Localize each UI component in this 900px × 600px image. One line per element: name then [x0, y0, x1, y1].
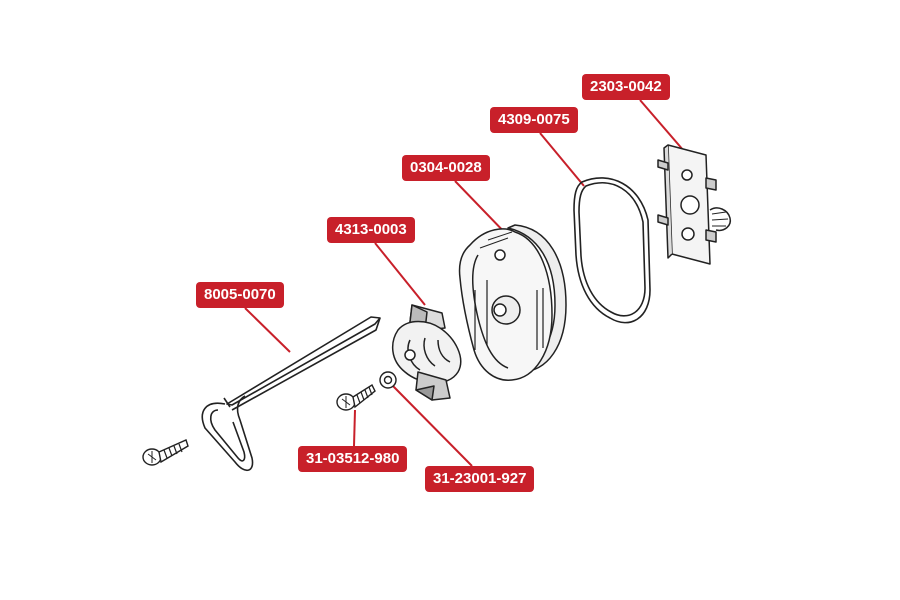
knob-screw-part — [337, 385, 375, 410]
housing-part — [459, 225, 566, 380]
label-washer[interactable]: 31-23001-927 — [425, 466, 535, 492]
leader-washer — [391, 384, 473, 467]
label-gasket[interactable]: 4309-0075 — [490, 107, 578, 133]
label-rod[interactable]: 8005-0070 — [196, 282, 284, 308]
rod-screw-part — [143, 440, 188, 465]
rod-part — [202, 317, 380, 470]
leader-lines — [244, 99, 691, 467]
label-housing[interactable]: 0304-0028 — [402, 155, 490, 181]
label-knob[interactable]: 4313-0003 — [327, 217, 415, 243]
leader-knob — [374, 242, 426, 306]
label-screw[interactable]: 31-03512-980 — [298, 446, 408, 472]
leader-screw — [353, 409, 356, 447]
leader-rod — [244, 307, 291, 353]
label-cover-plate[interactable]: 2303-0042 — [582, 74, 670, 100]
washer-part — [380, 372, 396, 388]
leader-gasket — [539, 132, 585, 187]
gasket-part — [574, 178, 650, 323]
cover-plate-part — [658, 145, 730, 264]
knob-part — [393, 305, 461, 400]
